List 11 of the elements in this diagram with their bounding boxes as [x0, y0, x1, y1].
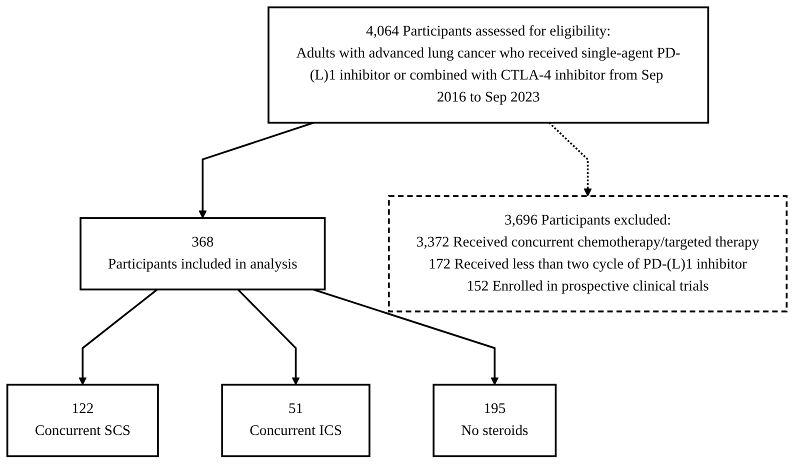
arrow [78, 288, 158, 386]
node-box: 195 No steroids [432, 384, 557, 458]
node-box: 122 Concurrent SCS [6, 384, 159, 458]
node-box: 51 Concurrent ICS [221, 384, 370, 458]
node-box: 4,064 Participants assessed for eligibility: Adults with advanced lung cancer who received single-agent PD-(L)1 inhibitor or combined with CTLA-4 inhibitor from Sep 2016 to Sep 2023 [268, 6, 710, 124]
arrow [548, 122, 592, 197]
node-box: 3,696 Participants excluded: 3,372 Received concurrent chemotherapy/targeted therapy 172 Received less than two cycle of PD-(L)1 inhibitor 152 Enrolled in prospective clinical trials [388, 195, 788, 313]
arrow [198, 122, 314, 219]
arrow [312, 288, 499, 386]
node-box: 368 Participants included in analysis [80, 217, 326, 291]
arrow [237, 289, 300, 386]
